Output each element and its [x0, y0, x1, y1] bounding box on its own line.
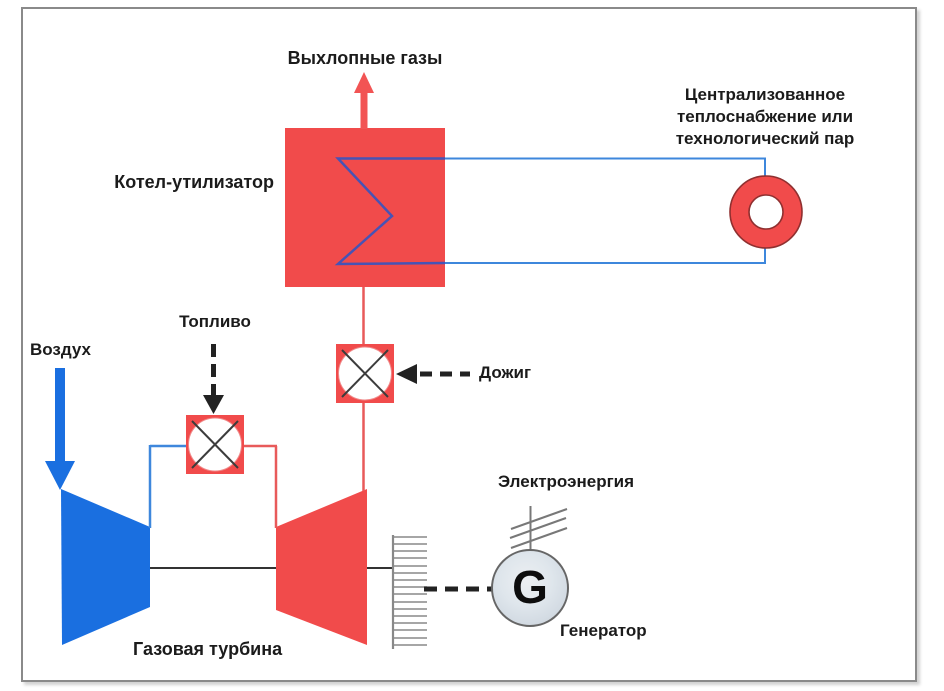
heat-supply-label-line2: теплоснабжение или — [676, 107, 854, 126]
boiler-label: Котел-утилизатор — [114, 172, 274, 192]
diagram-border-frame — [21, 7, 917, 682]
heat-consumer-icon — [729, 175, 803, 249]
exhaust-gases-label: Выхлопные газы — [287, 48, 443, 68]
generator-label: Генератор — [560, 621, 647, 640]
afterburner-valve-icon — [336, 344, 394, 403]
coupling-icon — [391, 535, 427, 649]
gas-turbine-label: Газовая турбина — [133, 639, 283, 659]
electricity-label: Электроэнергия — [498, 472, 635, 491]
generator-letter: G — [512, 561, 548, 613]
heat-supply-label-line1: Централизованное — [684, 85, 846, 104]
exhaust-gas-arrow-icon — [354, 72, 374, 129]
air-label: Воздух — [30, 340, 92, 359]
afterburn-dashed-arrow-icon — [396, 364, 470, 384]
electricity-lines-icon — [509, 506, 568, 552]
afterburn-label: Дожиг — [479, 363, 532, 382]
heat-supply-loop-pipe — [443, 157, 766, 264]
compressor-shape — [61, 489, 150, 645]
heat-supply-label: Централизованное теплоснабжение или техн… — [648, 84, 882, 150]
waste-heat-boiler — [285, 128, 446, 287]
air-inlet-arrow-icon — [45, 368, 75, 490]
fuel-label: Топливо — [179, 312, 251, 331]
fuel-dashed-arrow-icon — [203, 344, 224, 414]
heat-exchanger-coil — [334, 157, 446, 266]
turbine-shape — [276, 489, 367, 645]
generator-circle — [491, 549, 569, 627]
combustor-valve-icon — [186, 415, 244, 474]
heat-supply-label-line3: технологический пар — [675, 129, 855, 148]
